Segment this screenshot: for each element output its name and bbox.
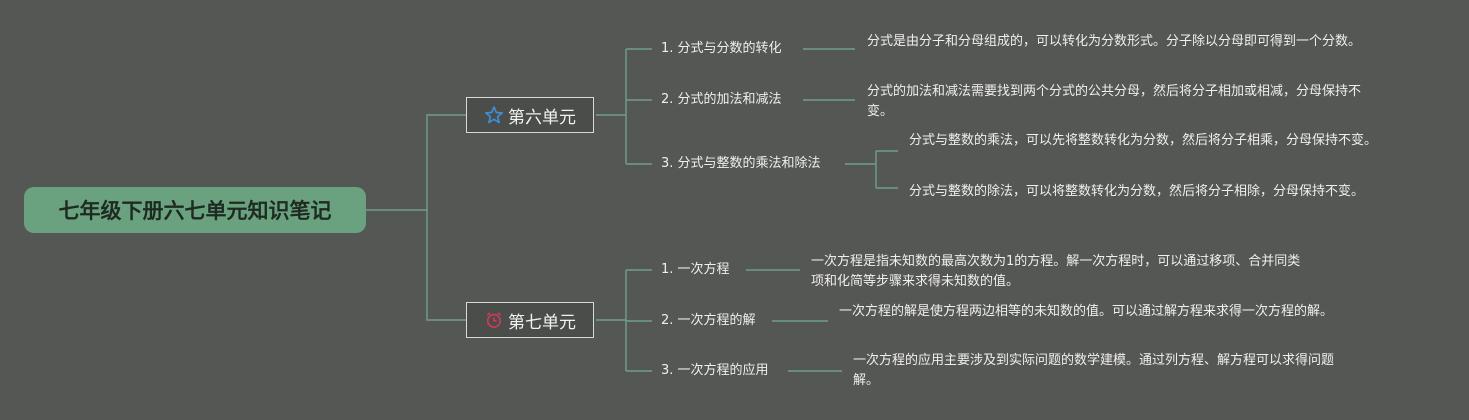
connector-u6t3-notes xyxy=(845,150,898,189)
connector-unit6-topics xyxy=(596,48,652,165)
topic-node[interactable]: 2. 一次方程的解 xyxy=(661,313,756,328)
topic-node[interactable]: 3. 一次方程的应用 xyxy=(661,363,769,378)
root-title: 七年级下册六七单元知识笔记 xyxy=(58,199,332,223)
note-node[interactable]: 一次方程的解是使方程两边相等的未知数的值。可以通过解方程来求得一次方程的解。 xyxy=(839,304,1334,319)
note-node[interactable]: 分式与整数的乘法，可以先将整数转化为分数，然后将分子相乘，分母保持不变。 xyxy=(909,133,1378,148)
note-node[interactable]: 分式是由分子和分母组成的，可以转化为分数形式。分子除以分母即可得到一个分数。 xyxy=(867,34,1362,49)
topic-node[interactable]: 2. 分式的加法和减法 xyxy=(661,92,782,107)
star-outline-icon xyxy=(484,105,504,125)
connector-root-unit7 xyxy=(426,210,466,321)
note-node[interactable]: 分式的加法和减法需要找到两个分式的公共分母，然后将分子相加或相减，分母保持不变。 xyxy=(867,84,1362,119)
note-node[interactable]: 一次方程是指未知数的最高次数为1的方程。解一次方程时，可以通过移项、合并同类项和… xyxy=(811,254,1301,289)
connector-unit7-topics xyxy=(596,269,652,372)
connector-root-unit6 xyxy=(366,114,466,211)
unit-node-7[interactable]: 第七单元 xyxy=(466,302,594,338)
root-node[interactable]: 七年级下册六七单元知识笔记 xyxy=(24,187,366,233)
alarm-clock-icon xyxy=(484,310,504,330)
note-node[interactable]: 分式与整数的除法，可以将整数转化为分数，然后将分子相除，分母保持不变。 xyxy=(909,184,1365,199)
topic-node[interactable]: 3. 分式与整数的乘法和除法 xyxy=(661,156,821,171)
topic-node[interactable]: 1. 一次方程 xyxy=(661,262,730,277)
unit-node-6[interactable]: 第六单元 xyxy=(466,97,594,133)
note-node[interactable]: 一次方程的应用主要涉及到实际问题的数学建模。通过列方程、解方程可以求得问题解。 xyxy=(853,353,1335,388)
unit-label: 第六单元 xyxy=(508,107,576,128)
unit-label: 第七单元 xyxy=(508,312,576,333)
topic-node[interactable]: 1. 分式与分数的转化 xyxy=(661,41,782,56)
